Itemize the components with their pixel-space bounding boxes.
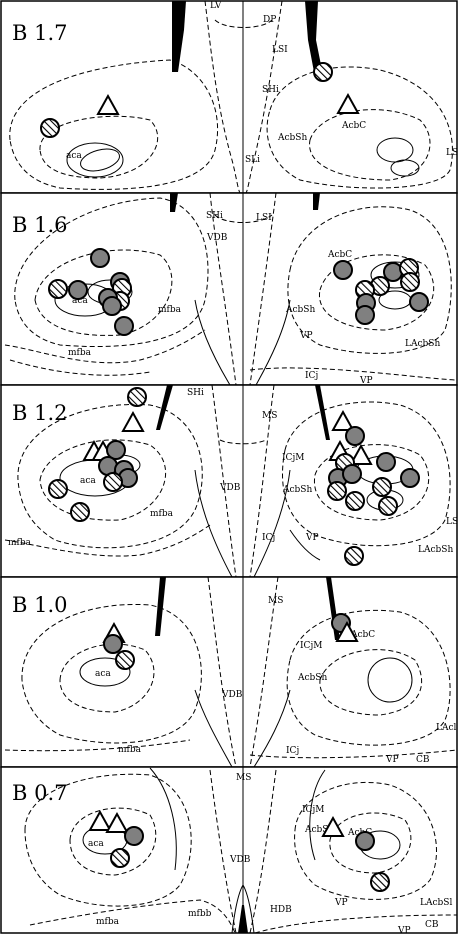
panel-b17-title: B 1.7 [12,21,68,45]
panel-b17-label: AcbC [341,121,366,131]
panel-b07-label: ICjM [302,805,324,815]
panel-b10-label: VDB [221,690,243,700]
hatched-circle-marker [41,119,59,137]
panel-b10-label: mfba [118,745,142,755]
panel-b07: B 0.7 MS ICjM AcbSh AcbC VDB aca mfba mf… [1,767,457,934]
filled-circle-marker [343,465,361,483]
panel-b07-label: MS [236,773,251,783]
filled-circle-marker [356,306,374,324]
panel-b12-label: ICj [262,533,275,543]
panel-b12-title: B 1.2 [12,401,68,425]
panel-b10: B 1.0 MS AcbC ICjM AcbSh aca VDB mfba IC… [1,577,457,767]
panel-b12-label: VDB [219,483,241,493]
filled-circle-marker [410,293,428,311]
hatched-circle-marker [49,280,67,298]
panel-b10-label: LAcl [436,723,457,733]
panel-b16-label: AcbC [327,250,352,260]
panel-b10-title: B 1.0 [12,593,68,617]
hatched-circle-marker [314,63,332,81]
panel-b12-label: VP [305,533,319,543]
filled-circle-marker [346,427,364,445]
panel-b10-label: VP [385,755,399,765]
panel-b16-label: mfba [158,305,182,315]
panel-b16-label: LSI [256,213,272,223]
filled-circle-marker [377,453,395,471]
hatched-circle-marker [373,478,391,496]
hatched-circle-marker [401,273,419,291]
hatched-circle-marker [371,873,389,891]
panel-b07-label: VDB [229,855,251,865]
panel-b10-label: ICjM [300,641,322,651]
filled-circle-marker [334,261,352,279]
panel-b12-label: mfba [8,538,32,548]
hatched-circle-marker [104,473,122,491]
panel-b17-label: LSI [272,45,288,55]
panel-b07-label: mfbb [188,909,212,919]
panel-b16-label: VDB [206,233,228,243]
panel-b12-label: LS [446,517,458,527]
panel-b12-label: ICjM [282,453,304,463]
panel-b10-label: ICj [286,746,299,756]
panel-b07-label: HDB [270,905,292,915]
filled-circle-marker [103,297,121,315]
panel-b16-label: SHi [206,211,223,221]
panel-b12-label: AcbSh [282,485,312,495]
hatched-circle-marker [128,388,146,406]
hatched-circle-marker [346,492,364,510]
panel-b17-label: LV [210,1,222,11]
panel-b10-label: AcbSh [297,673,327,683]
panel-b12-label: mfba [150,509,174,519]
filled-circle-marker [69,281,87,299]
panel-b12-label: SHi [187,388,204,398]
panel-b16-label: mfba [68,348,92,358]
panel-b10-label: CB [416,755,430,765]
panel-b12-label: aca [80,476,96,486]
panel-b12-label: MS [262,411,277,421]
panel-b07-label: VP [334,898,348,908]
panel-b10-label: aca [95,669,111,679]
filled-circle-marker [356,832,374,850]
hatched-circle-marker [379,497,397,515]
panel-b17: B 1.7 LV DP LSI SHi AcbSh AcbC SLi aca L… [1,1,458,193]
filled-circle-marker [104,635,122,653]
panel-b17-label: LS [446,148,458,158]
panel-b17-label: SHi [262,85,279,95]
filled-circle-marker [125,827,143,845]
hatched-circle-marker [328,482,346,500]
hatched-circle-marker [116,651,134,669]
hatched-circle-marker [71,503,89,521]
panel-b16-label: ICj [305,371,318,381]
panel-b17-label: DP [263,15,276,25]
panel-b07-label: aca [88,839,104,849]
panel-b17-label: SLi [245,155,260,165]
filled-circle-marker [115,317,133,335]
hatched-circle-marker [111,849,129,867]
panel-b07-title: B 0.7 [12,781,68,805]
panel-b07-label: mfba [96,917,120,927]
filled-circle-marker [401,469,419,487]
panel-b12-label: LAcbSh [418,545,453,555]
panel-b07-label: CB [425,920,439,930]
panel-b07-label: VP [397,926,411,934]
panel-b16-title: B 1.6 [12,213,68,237]
panel-b17-label: aca [66,151,82,161]
panel-b10-label: MS [268,596,283,606]
panel-b16-label: VP [299,331,313,341]
panel-b16-label: AcbSh [285,305,315,315]
panel-b16-label: LAcbSh [405,339,440,349]
filled-circle-marker [91,249,109,267]
hatched-circle-marker [49,480,67,498]
hatched-circle-marker [345,547,363,565]
panel-b07-label: LAcbSl [420,898,452,908]
panel-b17-label: AcbSh [277,133,307,143]
